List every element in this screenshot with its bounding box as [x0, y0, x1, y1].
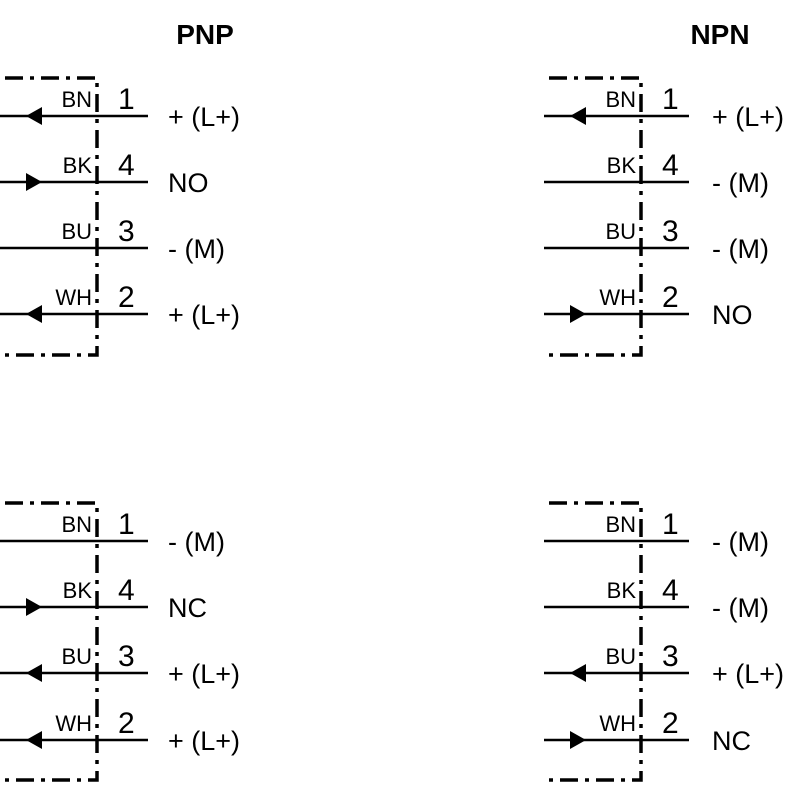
- wire-color-label: BU: [61, 219, 92, 244]
- pin-signal-label: - (M): [712, 593, 769, 623]
- arrow-out-icon: [570, 731, 586, 749]
- pin-row: BN 1 - (M): [544, 508, 769, 557]
- pin-number: 4: [118, 574, 135, 607]
- pin-signal-label: - (M): [168, 527, 225, 557]
- housing-outline: [5, 501, 99, 782]
- arrow-out-icon: [26, 598, 42, 616]
- pin-row: BU 3 + (L+): [0, 640, 240, 689]
- pin-signal-label: + (L+): [168, 300, 240, 330]
- pin-signal-label: + (L+): [168, 102, 240, 132]
- arrow-in-icon: [26, 107, 42, 125]
- wire-color-label: BK: [63, 578, 93, 603]
- housing-outline: [549, 76, 643, 357]
- wire-color-label: BU: [605, 219, 636, 244]
- arrow-in-icon: [26, 305, 42, 323]
- pin-signal-label: NO: [712, 300, 753, 330]
- wire-color-label: BK: [607, 578, 637, 603]
- wire-color-label: WH: [55, 711, 92, 736]
- pin-number: 2: [118, 707, 135, 740]
- npn-heading: NPN: [690, 19, 749, 50]
- pin-number: 3: [118, 215, 135, 248]
- arrow-in-icon: [570, 107, 586, 125]
- pin-number: 1: [662, 83, 679, 116]
- pin-row: BK 4NO: [0, 149, 209, 198]
- pin-number: 1: [662, 508, 679, 541]
- pin-number: 3: [662, 215, 679, 248]
- wire-color-label: BK: [63, 153, 93, 178]
- connector-pnp-no: BN 1 + (L+) BK 4NO BU 3 - (M) WH 2 + (L+): [0, 76, 240, 357]
- pin-row: BU 3 + (L+): [544, 640, 784, 689]
- wire-color-label: BN: [605, 512, 636, 537]
- pin-signal-label: - (M): [712, 168, 769, 198]
- pin-signal-label: - (M): [712, 234, 769, 264]
- pin-row: WH 2 + (L+): [0, 281, 240, 330]
- wire-color-label: BN: [605, 87, 636, 112]
- pin-row: BK 4NC: [0, 574, 207, 623]
- pin-number: 4: [118, 149, 135, 182]
- pin-number: 4: [662, 574, 679, 607]
- wire-color-label: BK: [607, 153, 637, 178]
- wire-color-label: BN: [61, 512, 92, 537]
- wire-color-label: WH: [55, 285, 92, 310]
- pin-row: BK 4 - (M): [544, 149, 769, 198]
- pin-signal-label: + (L+): [712, 659, 784, 689]
- housing-outline: [549, 501, 643, 782]
- pin-row: BU 3 - (M): [0, 215, 225, 264]
- pin-signal-label: - (M): [712, 527, 769, 557]
- wire-color-label: BU: [605, 644, 636, 669]
- pin-signal-label: - (M): [168, 234, 225, 264]
- pin-number: 3: [662, 640, 679, 673]
- pin-number: 4: [662, 149, 679, 182]
- wire-color-label: BN: [61, 87, 92, 112]
- connector-pnp-nc: BN 1 - (M) BK 4NC BU 3 + (L+) WH 2 + (L+): [0, 501, 240, 782]
- wire-color-label: WH: [599, 711, 636, 736]
- pnp-heading: PNP: [176, 19, 234, 50]
- pin-row: WH 2 + (L+): [0, 707, 240, 756]
- pin-number: 2: [662, 281, 679, 314]
- pin-row: BN 1 + (L+): [544, 83, 784, 132]
- pin-row: WH 2NC: [544, 707, 751, 756]
- pin-signal-label: + (L+): [712, 102, 784, 132]
- arrow-in-icon: [26, 664, 42, 682]
- pin-number: 2: [118, 281, 135, 314]
- arrow-in-icon: [570, 664, 586, 682]
- pin-row: BN 1 - (M): [0, 508, 225, 557]
- pin-row: BK 4 - (M): [544, 574, 769, 623]
- arrow-in-icon: [26, 731, 42, 749]
- pin-signal-label: NC: [712, 726, 751, 756]
- pin-row: BU 3 - (M): [544, 215, 769, 264]
- pin-signal-label: + (L+): [168, 659, 240, 689]
- pin-number: 1: [118, 83, 135, 116]
- wire-color-label: WH: [599, 285, 636, 310]
- pin-signal-label: NC: [168, 593, 207, 623]
- connector-npn-nc: BN 1 - (M) BK 4 - (M) BU 3 + (L+) WH 2NC: [544, 501, 784, 782]
- connector-npn-no: BN 1 + (L+) BK 4 - (M) BU 3 - (M) WH 2NO: [544, 76, 784, 357]
- pin-row: WH 2NO: [544, 281, 753, 330]
- pin-signal-label: + (L+): [168, 726, 240, 756]
- pin-number: 1: [118, 508, 135, 541]
- pin-number: 2: [662, 707, 679, 740]
- arrow-out-icon: [570, 305, 586, 323]
- pin-signal-label: NO: [168, 168, 209, 198]
- wire-color-label: BU: [61, 644, 92, 669]
- pin-row: BN 1 + (L+): [0, 83, 240, 132]
- pin-number: 3: [118, 640, 135, 673]
- arrow-out-icon: [26, 173, 42, 191]
- housing-outline: [5, 76, 99, 357]
